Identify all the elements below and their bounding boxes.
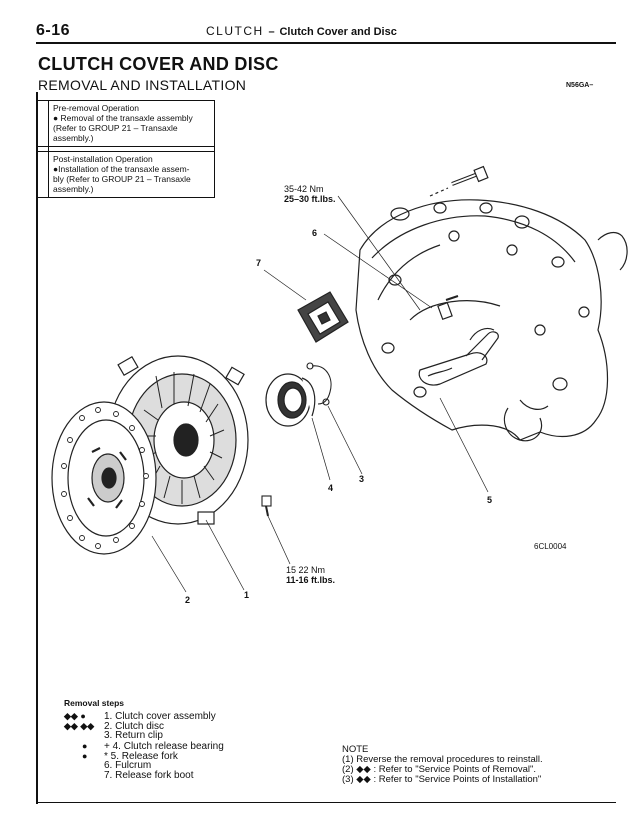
torque-spec-top: 35-42 Nm 25–30 ft.lbs. <box>284 184 336 204</box>
torque-spec-bottom: 15 22 Nm 11-16 ft.lbs. <box>286 565 335 585</box>
return-clip-illustration <box>306 362 332 406</box>
operations-table: Pre-removal Operation ● Removal of the t… <box>37 100 215 198</box>
removal-step: ● + 4. Clutch release bearing <box>64 741 224 752</box>
callout-4: 4 <box>328 483 334 493</box>
pre-removal-text: assembly.) <box>53 133 94 143</box>
pre-removal-text: (Refer to GROUP 21 – Transaxle <box>53 123 178 133</box>
page-number: 6-16 <box>36 22 71 39</box>
section-name: CLUTCH <box>206 24 264 38</box>
step-text: 2. Clutch disc <box>104 721 165 732</box>
housing-bolt-illustration <box>429 165 489 197</box>
removal-step: 7. Release fork boot <box>64 771 224 781</box>
header-dash: – <box>268 26 275 38</box>
removal-step: ◆◆ ◆◆ 2. Clutch disc <box>64 721 224 732</box>
release-fork-boot-illustration <box>297 291 349 343</box>
removal-step: ◆◆ ● 1. Clutch cover assembly <box>64 711 224 722</box>
removal-steps-title: Removal steps <box>64 698 124 708</box>
post-installation-heading: Post-installation Operation <box>53 154 153 164</box>
pre-removal-heading: Pre-removal Operation <box>53 103 139 113</box>
running-header: CLUTCH – Clutch Cover and Disc <box>206 24 397 38</box>
removal-step: ● * 5. Release fork <box>64 751 224 762</box>
step-marks: ● <box>82 741 88 751</box>
page-title: CLUTCH COVER AND DISC <box>38 54 279 74</box>
step-text: 3. Return clip <box>104 730 163 741</box>
note-line: (3) ◆◆ : Refer to "Service Points of Ins… <box>342 774 542 785</box>
post-installation-text: bly (Refer to GROUP 21 – Transaxle <box>53 174 191 184</box>
removal-step: 6. Fulcrum <box>64 761 224 771</box>
cover-bolt-illustration <box>261 495 272 517</box>
step-marks: ◆◆ ◆◆ <box>64 721 95 731</box>
callout-1: 1 <box>244 590 250 600</box>
torque-ftlbs: 25–30 ft.lbs. <box>284 194 336 204</box>
clutch-disc-illustration <box>51 401 157 555</box>
step-text: 7. Release fork boot <box>104 770 194 781</box>
header-rule <box>36 42 616 44</box>
release-bearing-illustration <box>265 373 316 427</box>
callout-6: 6 <box>312 228 318 238</box>
pre-removal-row: Pre-removal Operation ● Removal of the t… <box>38 101 214 146</box>
callout-7: 7 <box>256 258 262 268</box>
left-margin-rule <box>36 92 38 804</box>
reference-code: N56GA– <box>566 82 594 89</box>
step-text: + 4. Clutch release bearing <box>104 741 224 752</box>
step-marks: ● <box>82 751 88 761</box>
pre-removal-line: ● Removal of the transaxle assembly <box>53 113 211 123</box>
step-text: * 5. Release fork <box>104 751 178 762</box>
figure-id: 6CL0004 <box>534 542 567 551</box>
post-installation-text: assembly.) <box>53 184 94 194</box>
note-line: (2) ◆◆ : Refer to "Service Points of Rem… <box>342 764 537 775</box>
page-subtitle: REMOVAL AND INSTALLATION <box>38 77 247 93</box>
torque-nm: 15 22 Nm <box>286 565 326 575</box>
post-installation-text: ●Installation of the transaxle assem- <box>53 164 190 174</box>
bottom-rule <box>36 802 616 803</box>
step-marks: ◆◆ ● <box>64 711 86 721</box>
bullet: ● <box>53 113 59 123</box>
transaxle-housing-illustration <box>355 199 628 442</box>
pre-removal-text: Removal of the transaxle assembly <box>60 113 193 123</box>
callout-2: 2 <box>185 595 191 605</box>
note-line: (1) Reverse the removal procedures to re… <box>342 754 543 765</box>
callout-5: 5 <box>487 495 493 505</box>
step-text: 1. Clutch cover assembly <box>104 711 216 722</box>
section-subtitle: Clutch Cover and Disc <box>279 26 397 38</box>
step-text: 6. Fulcrum <box>104 760 152 771</box>
post-installation-row: Post-installation Operation ●Installatio… <box>38 151 214 197</box>
leader-lines <box>151 195 489 593</box>
torque-nm: 35-42 Nm <box>284 184 324 194</box>
removal-steps-list: ◆◆ ● 1. Clutch cover assembly ◆◆ ◆◆ 2. Clu… <box>64 711 224 781</box>
note-block: NOTE (1) Reverse the removal procedures … <box>342 745 543 785</box>
note-heading: NOTE <box>342 744 369 755</box>
callout-3: 3 <box>359 474 365 484</box>
removal-step: 3. Return clip <box>64 731 224 741</box>
torque-ftlbs: 11-16 ft.lbs. <box>286 575 336 585</box>
